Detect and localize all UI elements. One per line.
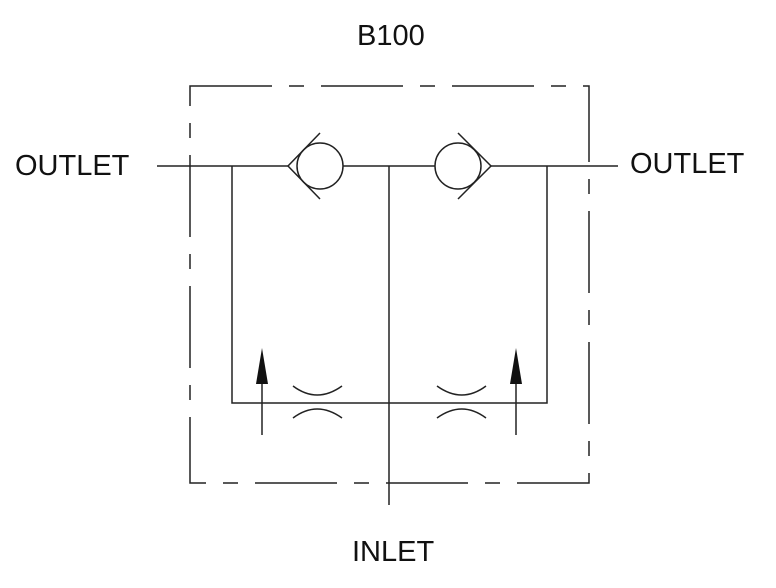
outlet-right-label: OUTLET — [630, 148, 745, 180]
check-valve-right-icon — [434, 132, 493, 200]
component-title: B100 — [357, 20, 425, 52]
orifice-left-icon — [292, 385, 343, 419]
flow-arrow-left-icon — [256, 348, 268, 435]
orifice-right-icon — [436, 385, 487, 419]
inlet-label: INLET — [352, 536, 435, 568]
flow-arrow-right-icon — [510, 348, 522, 435]
check-valve-left-icon — [286, 132, 344, 200]
outlet-left-label: OUTLET — [15, 150, 130, 182]
